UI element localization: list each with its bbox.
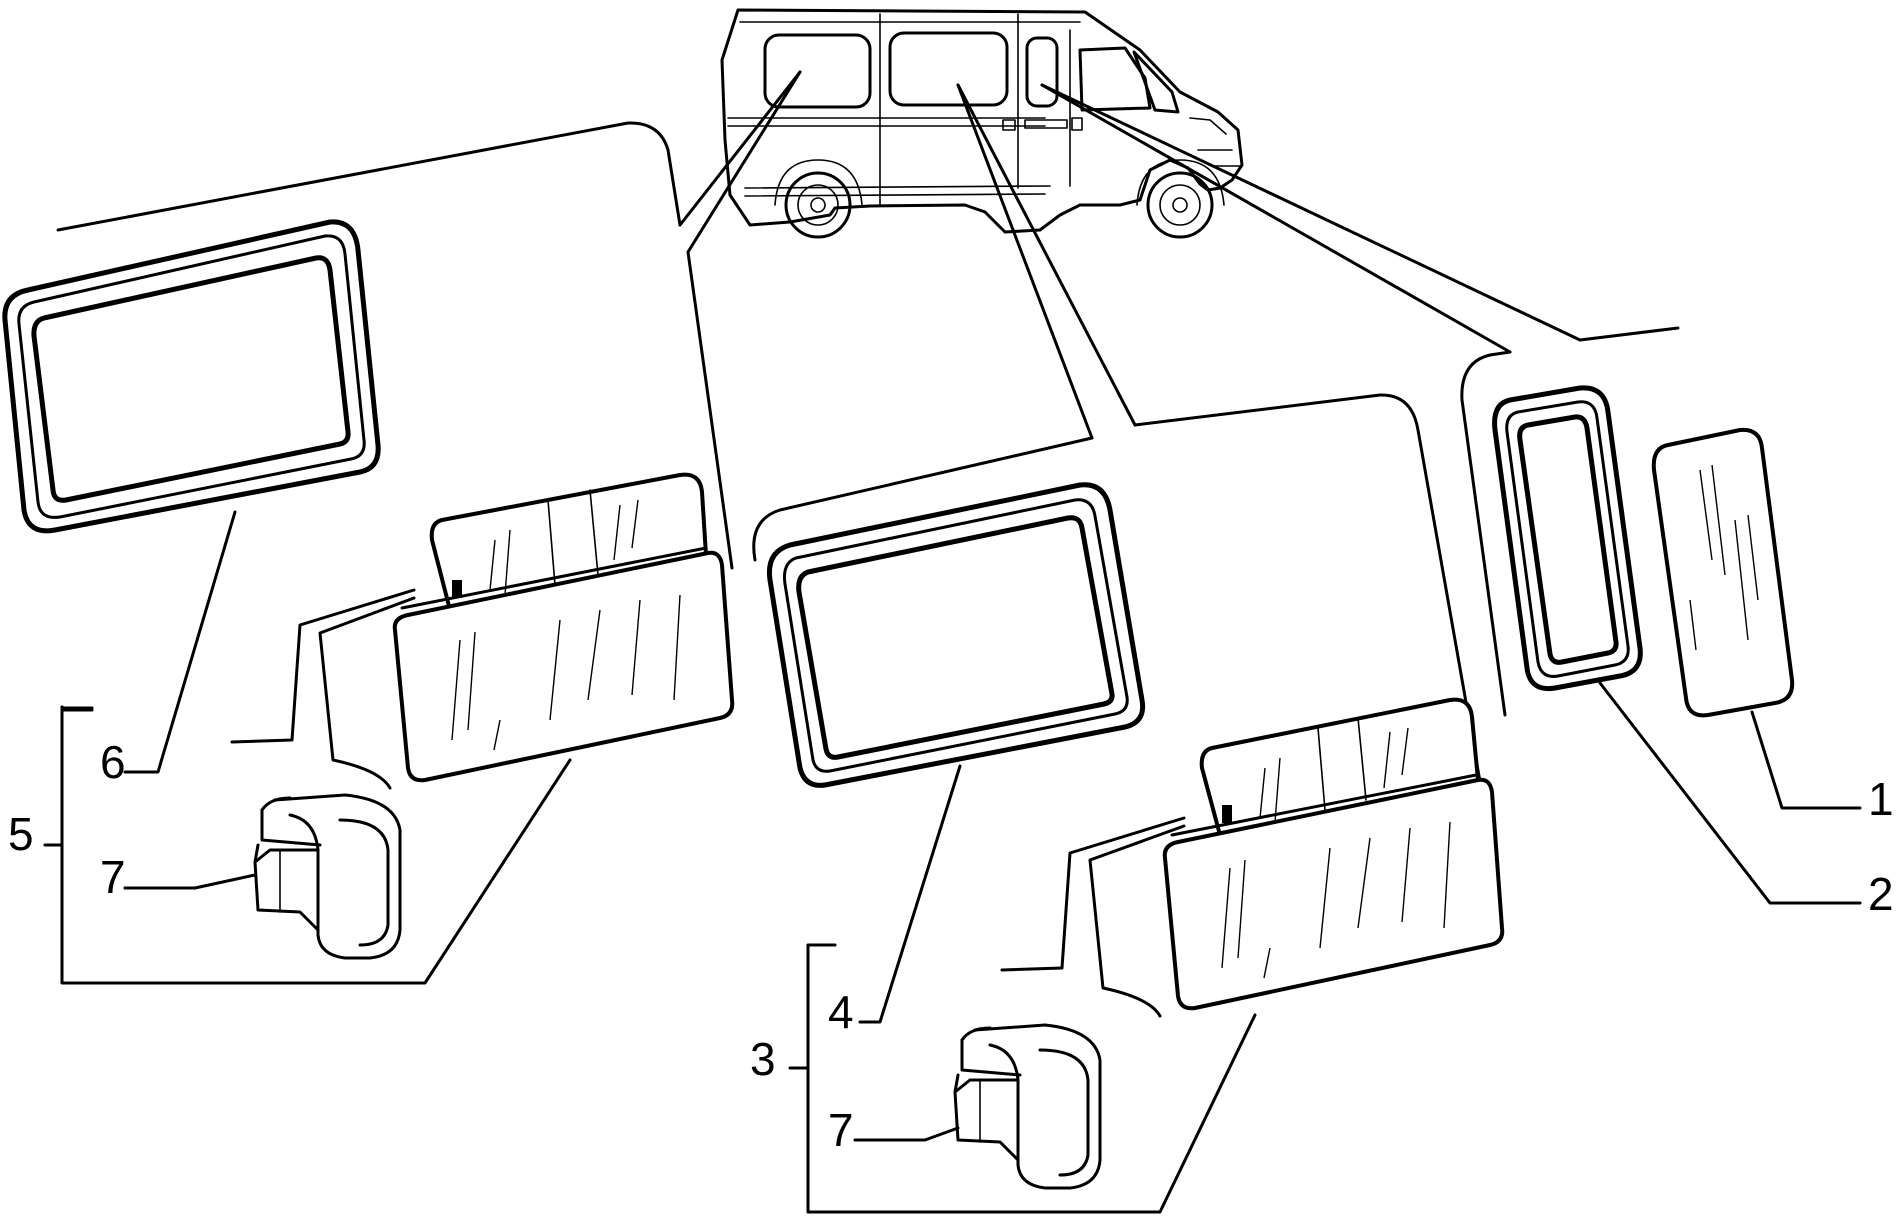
callout-3: 3 (750, 1033, 776, 1085)
van-front-wheel (1146, 171, 1214, 239)
section-frames (56, 121, 1680, 812)
callout-6: 6 (100, 736, 126, 788)
callout-7-left: 7 (100, 851, 126, 903)
callout-1: 1 (1868, 773, 1894, 825)
callout-5: 5 (8, 808, 34, 860)
window-seal-frame-part-6 (2, 219, 381, 534)
callout-2: 2 (1868, 868, 1894, 920)
window-seal-part-2 (1492, 385, 1643, 692)
window-seal-frame-part-4 (766, 482, 1146, 788)
van-front-side-window (1025, 36, 1059, 108)
van-illustration (720, 8, 1244, 239)
callout-7-middle: 7 (828, 1104, 854, 1156)
sliding-window-assembly-left (230, 472, 735, 790)
latch-part-7-left (253, 793, 402, 960)
leader-wedges (678, 70, 1582, 570)
glass-pane-part-1 (1651, 427, 1795, 718)
latch-part-7-middle (953, 1023, 1102, 1190)
van-rear-side-window (763, 33, 872, 109)
callout-numbers: 6 5 7 4 3 7 1 2 (8, 736, 1894, 1156)
sliding-window-assembly-middle (1000, 697, 1505, 1018)
van-rear-wheel (784, 171, 852, 239)
callout-4: 4 (828, 986, 854, 1038)
callout-leaders (43, 510, 1862, 1214)
van-middle-side-window (888, 31, 1009, 107)
